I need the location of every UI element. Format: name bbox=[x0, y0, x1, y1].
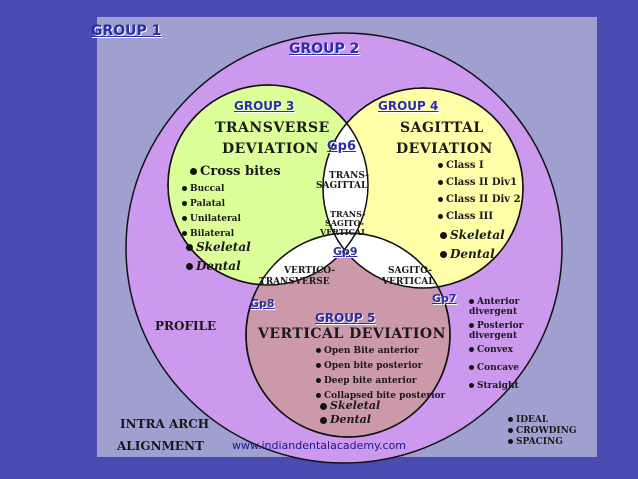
list-item: Class III bbox=[438, 208, 521, 225]
gp7-label: Gp7 bbox=[432, 292, 457, 305]
list-item: Class I bbox=[438, 157, 521, 174]
list-item: Class II Div 2 bbox=[438, 191, 521, 208]
bullet-icon bbox=[469, 365, 474, 370]
list-item: Cross bites bbox=[190, 162, 281, 182]
bullet-icon bbox=[182, 231, 187, 236]
list-item-continuation: divergent bbox=[469, 307, 518, 317]
list-item: Straight bbox=[469, 377, 523, 395]
list-item: Anterior bbox=[469, 297, 523, 307]
group5-name: VERTICAL DEVIATION bbox=[258, 326, 446, 342]
gp8-caption-2: TRANSVERSE bbox=[259, 277, 330, 287]
bullet-icon bbox=[186, 244, 193, 251]
bullet-icon bbox=[190, 168, 197, 175]
gp8-caption-1: VERTICO- bbox=[284, 266, 336, 276]
gp9-caption-2: SAGITO- bbox=[325, 218, 365, 228]
gp9-caption-3: VERTICAL bbox=[320, 227, 367, 237]
intra-arch-list: IDEAL CROWDING SPACING bbox=[508, 415, 577, 448]
list-item: Concave bbox=[469, 359, 523, 377]
group3-list: Cross bites bbox=[190, 162, 281, 182]
bullet-icon bbox=[182, 186, 187, 191]
bullet-icon bbox=[440, 232, 447, 239]
list-item: Dental bbox=[440, 245, 505, 264]
bullet-icon bbox=[182, 216, 187, 221]
group4-name-line1: SAGITTAL bbox=[400, 120, 484, 136]
bullet-icon bbox=[186, 263, 193, 270]
bullet-icon bbox=[316, 393, 321, 398]
gp6-caption-2: SAGITTAL bbox=[316, 181, 368, 191]
group1-title: GROUP 1 bbox=[91, 23, 162, 39]
group5-list: Open Bite anterior Open bite posterior D… bbox=[316, 344, 445, 404]
list-item: Dental bbox=[186, 257, 251, 276]
group4-title: GROUP 4 bbox=[378, 99, 439, 113]
bullet-icon bbox=[320, 402, 327, 410]
bullet-icon bbox=[469, 323, 474, 328]
group4-type-list: Skeletal Dental bbox=[440, 226, 505, 264]
bullet-icon bbox=[316, 348, 321, 353]
bullet-icon bbox=[182, 201, 187, 206]
bullet-icon bbox=[469, 347, 474, 352]
bullet-icon bbox=[508, 439, 513, 444]
list-item: Skeletal bbox=[186, 238, 251, 257]
bullet-icon bbox=[440, 251, 447, 258]
group5-title: GROUP 5 bbox=[315, 311, 376, 325]
list-item: Dental bbox=[320, 413, 380, 427]
intra-arch-label-line1: INTRA ARCH bbox=[120, 417, 210, 431]
group3-sublist: Buccal Palatal Unilateral Bilateral bbox=[182, 182, 241, 242]
bullet-icon bbox=[438, 163, 443, 168]
gp6-caption-1: TRANS- bbox=[329, 171, 369, 181]
intra-arch-label-line2: ALIGNMENT bbox=[117, 439, 204, 453]
list-item: CROWDING bbox=[508, 426, 577, 437]
group5-type-list: Skeletal Dental bbox=[320, 399, 380, 427]
group2-title: GROUP 2 bbox=[289, 41, 360, 57]
list-item-continuation: divergent bbox=[469, 331, 518, 341]
gp9-label: Gp9 bbox=[333, 245, 358, 258]
gp7-region bbox=[323, 233, 450, 288]
gp6-label: Gp6 bbox=[327, 139, 357, 154]
list-item: Deep bite anterior bbox=[316, 374, 445, 389]
list-item: Skeletal bbox=[440, 226, 505, 245]
group3-name-line1: TRANSVERSE bbox=[215, 120, 330, 136]
bullet-icon bbox=[438, 197, 443, 202]
list-item: Convex bbox=[469, 341, 523, 359]
list-item: Open Bite anterior bbox=[316, 344, 445, 359]
gp7-caption-1: SAGITO- bbox=[388, 266, 432, 276]
profile-list: Anterior divergent Posterior divergent C… bbox=[469, 297, 523, 395]
bullet-icon bbox=[316, 363, 321, 368]
bullet-icon bbox=[508, 428, 513, 433]
list-item: Skeletal bbox=[320, 399, 380, 413]
gp8-label: Gp8 bbox=[250, 297, 275, 310]
group3-type-list: Skeletal Dental bbox=[186, 238, 251, 276]
bullet-icon bbox=[438, 214, 443, 219]
list-item: Bilateral bbox=[182, 227, 241, 242]
list-item: Palatal bbox=[182, 197, 241, 212]
list-item: Open bite posterior bbox=[316, 359, 445, 374]
bullet-icon bbox=[438, 180, 443, 185]
list-item: IDEAL bbox=[508, 415, 577, 426]
list-item: Buccal bbox=[182, 182, 241, 197]
group4-list: Class I Class II Div1 Class II Div 2 Cla… bbox=[438, 157, 521, 225]
group3-name-line2: DEVIATION bbox=[222, 141, 319, 157]
bullet-icon bbox=[316, 378, 321, 383]
list-item: SPACING bbox=[508, 437, 577, 448]
profile-label: PROFILE bbox=[155, 319, 217, 333]
group3-title: GROUP 3 bbox=[234, 99, 295, 113]
bullet-icon bbox=[469, 383, 474, 388]
list-item: Collapsed bite posterior bbox=[316, 389, 445, 404]
list-item: Unilateral bbox=[182, 212, 241, 227]
gp9-caption-1: TRANS- bbox=[330, 209, 366, 219]
bullet-icon bbox=[508, 417, 513, 422]
bullet-icon bbox=[469, 299, 474, 304]
list-item: Posterior bbox=[469, 321, 523, 331]
bullet-icon bbox=[320, 416, 327, 424]
watermark-link[interactable]: www.indiandentalacademy.com bbox=[232, 439, 407, 452]
list-item: Class II Div1 bbox=[438, 174, 521, 191]
group4-name-line2: DEVIATION bbox=[396, 141, 493, 157]
gp7-caption-2: VERTICAL bbox=[382, 277, 435, 287]
